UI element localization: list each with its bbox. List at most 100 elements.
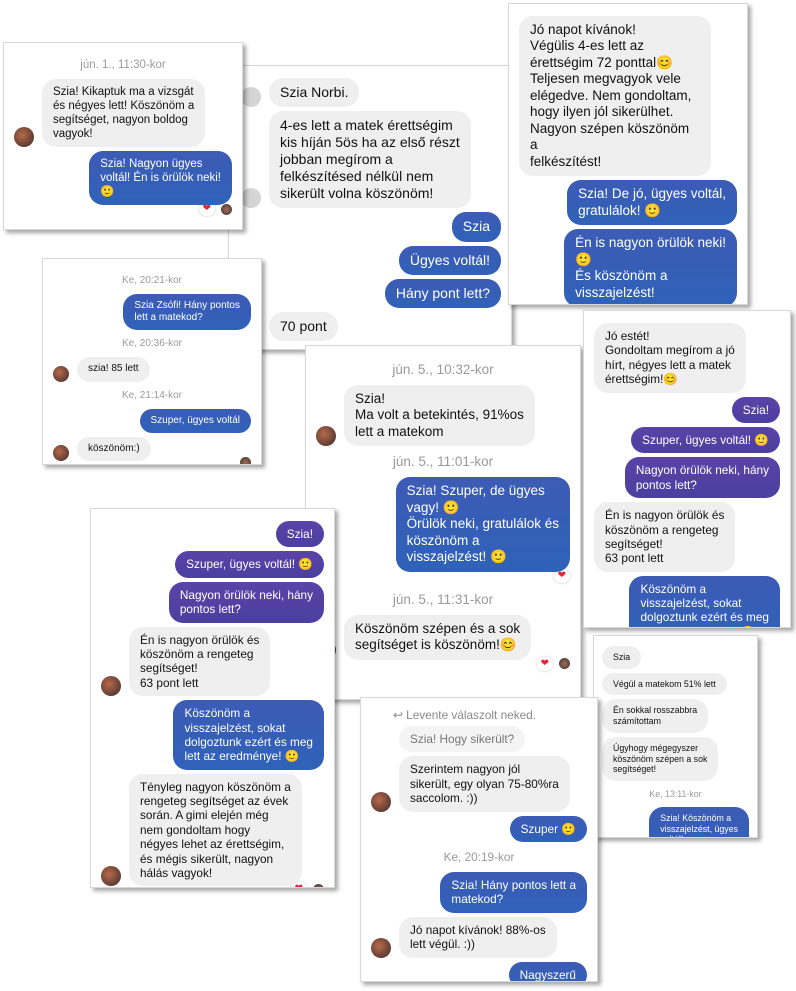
message-bubble[interactable]: Szia <box>451 212 501 242</box>
incoming-message: Szia Norbi. <box>241 78 501 108</box>
message-bubble[interactable]: Szia! <box>731 396 780 423</box>
message-bubble[interactable]: Szia! Hány pontos lett a matekod? <box>440 871 587 913</box>
message-bubble[interactable]: Jó estét! Gondoltam megírom a jó hírt, n… <box>594 323 746 393</box>
timestamp: Ke, 20:36-kor <box>121 338 183 350</box>
outgoing-message: Hány pont lett? <box>241 278 501 308</box>
message-bubble[interactable]: Szia! Nagyon ügyes voltál! Én is örülök … <box>89 151 232 206</box>
quoted-message: Szia! Hogy sikerült? <box>371 726 587 753</box>
incoming-message: Végül a matekom 51% lett <box>602 672 749 696</box>
chat-panel-norbi: Szia Norbi.4-es lett a matek érettségim … <box>228 65 512 350</box>
message-bubble[interactable]: Én is nagyon örülök és köszönöm a renget… <box>129 626 271 697</box>
message-bubble[interactable]: Szia! Szuper, de ügyes vagy! 🙂 Örülök ne… <box>395 477 570 572</box>
avatar-icon[interactable] <box>371 791 391 812</box>
avatar-icon[interactable] <box>101 676 121 697</box>
chat-panel-tenyleg: Szia! Szuper, ügyes voltál! 🙂 Nagyon örülö… <box>90 508 335 888</box>
avatar-icon[interactable] <box>371 937 391 958</box>
incoming-message: Szerintem nagyon jól sikerült, egy olyan… <box>371 756 587 812</box>
message-bubble[interactable]: 4-es lett a matek érettségim kis híján 5… <box>269 111 471 209</box>
timestamp: Ke, 13:11-kor <box>649 789 702 800</box>
incoming-message: szia! 85 lett <box>53 357 251 382</box>
avatar-icon[interactable] <box>316 426 336 447</box>
timestamp: jún. 1., 11:30-kor <box>80 59 166 71</box>
heart-reaction-icon[interactable]: ❤ <box>290 882 307 887</box>
outgoing-message: Szia! Hány pontos lett a matekod? <box>371 871 587 913</box>
message-bubble[interactable]: Úgyhogy mégegyszer köszönöm szépen a sok… <box>602 736 719 782</box>
message-bubble[interactable]: Nagyon örülök neki, hány pontos lett? <box>168 581 324 623</box>
chat-panel-joestet: Jó estét! Gondoltam megírom a jó hírt, n… <box>583 310 791 628</box>
avatar-icon[interactable] <box>101 866 121 887</box>
message-bubble[interactable]: 70 pont <box>269 311 338 341</box>
heart-reaction-icon[interactable]: ❤ <box>536 656 553 671</box>
message-bubble[interactable]: Köszönöm a visszajelzést, sokat dolgoztu… <box>629 575 780 627</box>
incoming-message: Szia! Kikaptuk ma a vizsgát és négyes le… <box>14 79 232 148</box>
incoming-message: Úgyhogy mégegyszer köszönöm szépen a sok… <box>602 736 749 782</box>
seen-avatar-icon <box>559 658 570 670</box>
incoming-message: Én is nagyon örülök és köszönöm a renget… <box>594 502 780 572</box>
outgoing-message: Szia! <box>101 521 324 548</box>
message-bubble[interactable]: Szuper, ügyes voltál! 🙂 <box>631 426 780 454</box>
message-bubble[interactable]: Szia! Kikaptuk ma a vizsgát és négyes le… <box>42 79 206 148</box>
incoming-message: Jó napot kívánok! Végülis 4-es lett az é… <box>519 16 737 177</box>
message-bubble[interactable]: szia! 85 lett <box>77 357 150 382</box>
outgoing-message: Szia! Köszönöm a visszajelzést, ügyes vo… <box>602 807 749 837</box>
message-bubble[interactable]: Szuper, ügyes voltál! 🙂 <box>175 551 324 578</box>
message-bubble[interactable]: Szia! De jó, ügyes voltál, gratulálok! 🙂 <box>567 180 737 226</box>
outgoing-message: Nagyon örülök neki, hány pontos lett? <box>594 457 780 499</box>
timestamp: Ke, 20:19-kor <box>443 849 515 864</box>
outgoing-message: Szuper, ügyes voltál! 🙂 <box>594 426 780 454</box>
heart-reaction-icon[interactable]: ❤ <box>198 202 215 217</box>
message-bubble[interactable]: Végül a matekom 51% lett <box>602 672 727 696</box>
outgoing-message: Nagyszerű <box>371 961 587 981</box>
message-bubble[interactable]: Hány pont lett? <box>384 278 501 308</box>
heart-reaction-icon[interactable]: ❤ <box>553 568 570 583</box>
message-bubble[interactable]: Ügyes voltál! <box>398 245 501 275</box>
message-bubble[interactable]: Köszönöm a visszajelzést, sokat dolgoztu… <box>173 700 324 770</box>
incoming-message: Szia! Ma volt a betekintés, 91%os lett a… <box>316 385 570 447</box>
message-bubble[interactable]: Szia Zsófi! Hány pontos lett a matekod? <box>123 294 251 331</box>
message-meta <box>53 456 251 464</box>
outgoing-message: Szia! De jó, ügyes voltál, gratulálok! 🙂 <box>519 180 737 226</box>
message-bubble[interactable]: Szia! Hogy sikerült? <box>399 726 526 753</box>
message-bubble[interactable]: Szuper 🙂 <box>509 815 587 842</box>
message-bubble[interactable]: Szia Norbi. <box>269 78 360 108</box>
message-bubble[interactable]: Szia! Köszönöm a visszajelzést, ügyes vo… <box>649 807 749 837</box>
message-bubble[interactable]: Szerintem nagyon jól sikerült, egy olyan… <box>399 756 570 812</box>
incoming-message: köszönöm:) <box>53 436 251 461</box>
timestamp: jún. 5., 11:31-kor <box>392 591 494 607</box>
avatar-icon[interactable] <box>14 127 34 148</box>
outgoing-message: Ügyes voltál! <box>241 245 501 275</box>
incoming-message: Jó estét! Gondoltam megírom a jó hírt, n… <box>594 323 780 393</box>
avatar-icon[interactable] <box>241 188 261 209</box>
outgoing-message: Szia! <box>594 396 780 423</box>
message-meta: ❤ <box>316 656 570 672</box>
avatar-icon[interactable] <box>241 87 261 108</box>
message-bubble[interactable]: Szia! <box>275 521 324 548</box>
message-bubble[interactable]: Szia! Ma volt a betekintés, 91%os lett a… <box>344 385 535 447</box>
message-bubble[interactable]: Én is nagyon örülök és köszönöm a renget… <box>594 502 736 572</box>
outgoing-message: Szia <box>241 212 501 242</box>
avatar-icon[interactable] <box>53 444 69 461</box>
message-bubble[interactable]: Tényleg nagyon köszönöm a rengeteg segít… <box>129 773 302 887</box>
message-bubble[interactable]: Én is nagyon örülök neki! 🙂 És köszönöm … <box>564 229 737 304</box>
message-bubble[interactable]: Jó napot kívánok! 88%-os lett végül. :)) <box>399 916 557 958</box>
incoming-message: Én is nagyon örülök és köszönöm a renget… <box>101 626 324 697</box>
outgoing-message: Szia! Nagyon ügyes voltál! Én is örülök … <box>14 151 232 206</box>
outgoing-message: Köszönöm a visszajelzést, sokat dolgoztu… <box>594 575 780 627</box>
message-bubble[interactable]: Nagyszerű <box>508 961 587 981</box>
incoming-message: Én sokkal rosszabbra számítottam <box>602 699 749 733</box>
seen-avatar-icon <box>313 883 324 887</box>
outgoing-message: Szia! Szuper, de ügyes vagy! 🙂 Örülök ne… <box>316 477 570 572</box>
message-bubble[interactable]: Nagyon örülök neki, hány pontos lett? <box>624 457 780 499</box>
incoming-message: Köszönöm szépen és a sok segítséget is k… <box>316 614 570 660</box>
message-bubble[interactable]: köszönöm:) <box>77 436 151 461</box>
seen-avatar-icon <box>221 203 232 215</box>
message-bubble[interactable]: Köszönöm szépen és a sok segítséget is k… <box>344 614 532 660</box>
message-bubble[interactable]: Szuper, ügyes voltál <box>139 408 251 433</box>
message-meta: ❤ <box>101 882 324 887</box>
message-bubble[interactable]: Én sokkal rosszabbra számítottam <box>602 699 709 733</box>
avatar-icon[interactable] <box>53 365 69 382</box>
chat-panel-levente: ↩ Levente válaszolt neked.Szia! Hogy sik… <box>360 697 598 982</box>
message-bubble[interactable]: Jó napot kívánok! Végülis 4-es lett az é… <box>519 16 711 177</box>
message-bubble[interactable]: Szia <box>602 646 642 669</box>
